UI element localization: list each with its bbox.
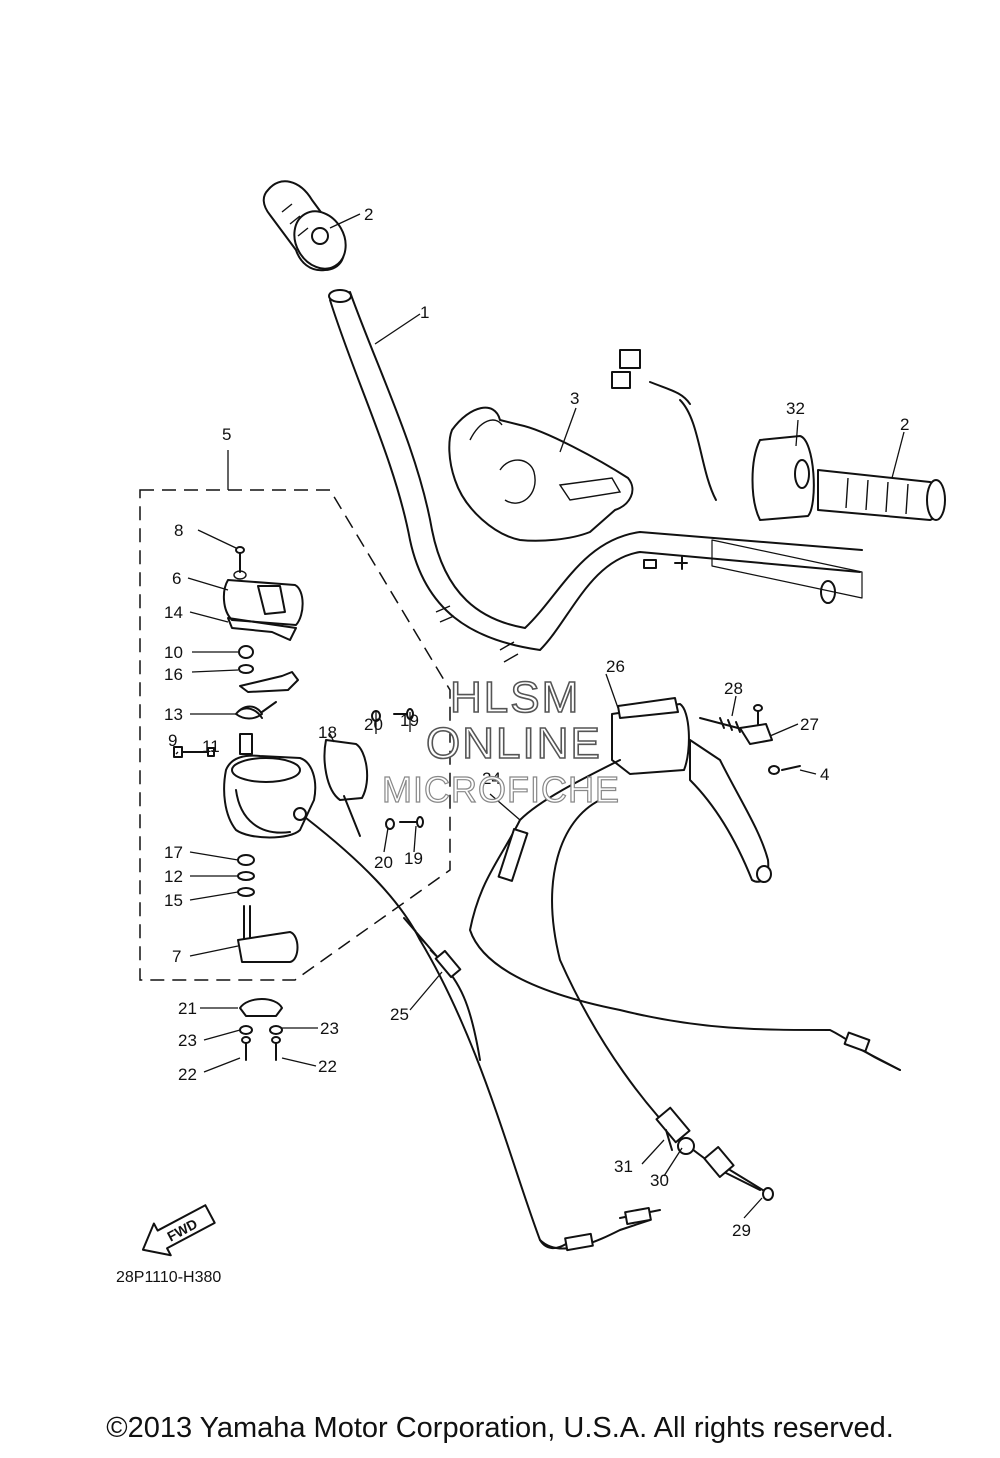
cables: [305, 759, 901, 1252]
callout-32: 32: [786, 399, 805, 418]
callout-9: 9: [168, 731, 177, 750]
callout-2-left: 2: [364, 205, 373, 224]
callout-22-left: 22: [178, 1065, 197, 1084]
callout-15: 15: [164, 891, 183, 910]
callout-20-top: 20: [364, 715, 383, 734]
callout-1: 1: [420, 303, 429, 322]
callout-23-left: 23: [178, 1031, 197, 1050]
callout-12: 12: [164, 867, 183, 886]
callout-3: 3: [570, 389, 579, 408]
watermark: HLSM ONLINE MICROFICHE: [381, 672, 620, 810]
clamp-and-bolts: [239, 998, 283, 1061]
callout-numbers: 1 2 2 3 4 5 6 7 8 9 10 11 12 13 14 15 16…: [164, 205, 909, 1240]
callout-18: 18: [318, 723, 337, 742]
callout-31: 31: [614, 1157, 633, 1176]
callout-28: 28: [724, 679, 743, 698]
callout-26: 26: [606, 657, 625, 676]
callout-6: 6: [172, 569, 181, 588]
callout-21: 21: [178, 999, 197, 1018]
callout-14: 14: [164, 603, 183, 622]
switch-assembly-parts: [173, 546, 424, 963]
callout-24: 24: [482, 769, 501, 788]
leader-lines: [175, 213, 905, 1219]
right-grip: [817, 469, 946, 521]
callout-5: 5: [222, 425, 231, 444]
callout-19-bottom: 19: [404, 849, 423, 868]
switch-assembly-outline: [139, 489, 451, 981]
brake-master-cylinder: [611, 697, 801, 883]
throttle-switch-housing: [611, 349, 815, 521]
callout-2-right: 2: [900, 415, 909, 434]
callout-16: 16: [164, 665, 183, 684]
callout-10: 10: [164, 643, 183, 662]
callout-8: 8: [174, 521, 183, 540]
left-grip: [262, 180, 347, 272]
callout-20-bottom: 20: [374, 853, 393, 872]
fwd-arrow: FWD: [141, 1204, 216, 1257]
callout-29: 29: [732, 1221, 751, 1240]
callout-13: 13: [164, 705, 183, 724]
fwd-arrow-icon: [141, 1204, 216, 1257]
callout-27: 27: [800, 715, 819, 734]
callout-11: 11: [202, 737, 220, 756]
callout-22-right: 22: [318, 1057, 337, 1076]
watermark-line-3: MICROFICHE: [382, 769, 620, 810]
watermark-line-1: HLSM: [450, 673, 580, 722]
callout-4: 4: [820, 765, 829, 784]
handlebar: [328, 289, 863, 663]
callout-30: 30: [650, 1171, 669, 1190]
handlebar-cover: [448, 406, 634, 542]
callout-7: 7: [172, 947, 181, 966]
callout-19-top: 19: [400, 711, 419, 730]
watermark-line-2: ONLINE: [426, 719, 602, 768]
callout-25: 25: [390, 1005, 409, 1024]
drawing-code: 28P1110-H380: [116, 1269, 221, 1286]
copyright-notice: ©2013 Yamaha Motor Corporation, U.S.A. A…: [106, 1412, 894, 1444]
callout-23-right: 23: [320, 1019, 339, 1038]
callout-17: 17: [164, 843, 183, 862]
